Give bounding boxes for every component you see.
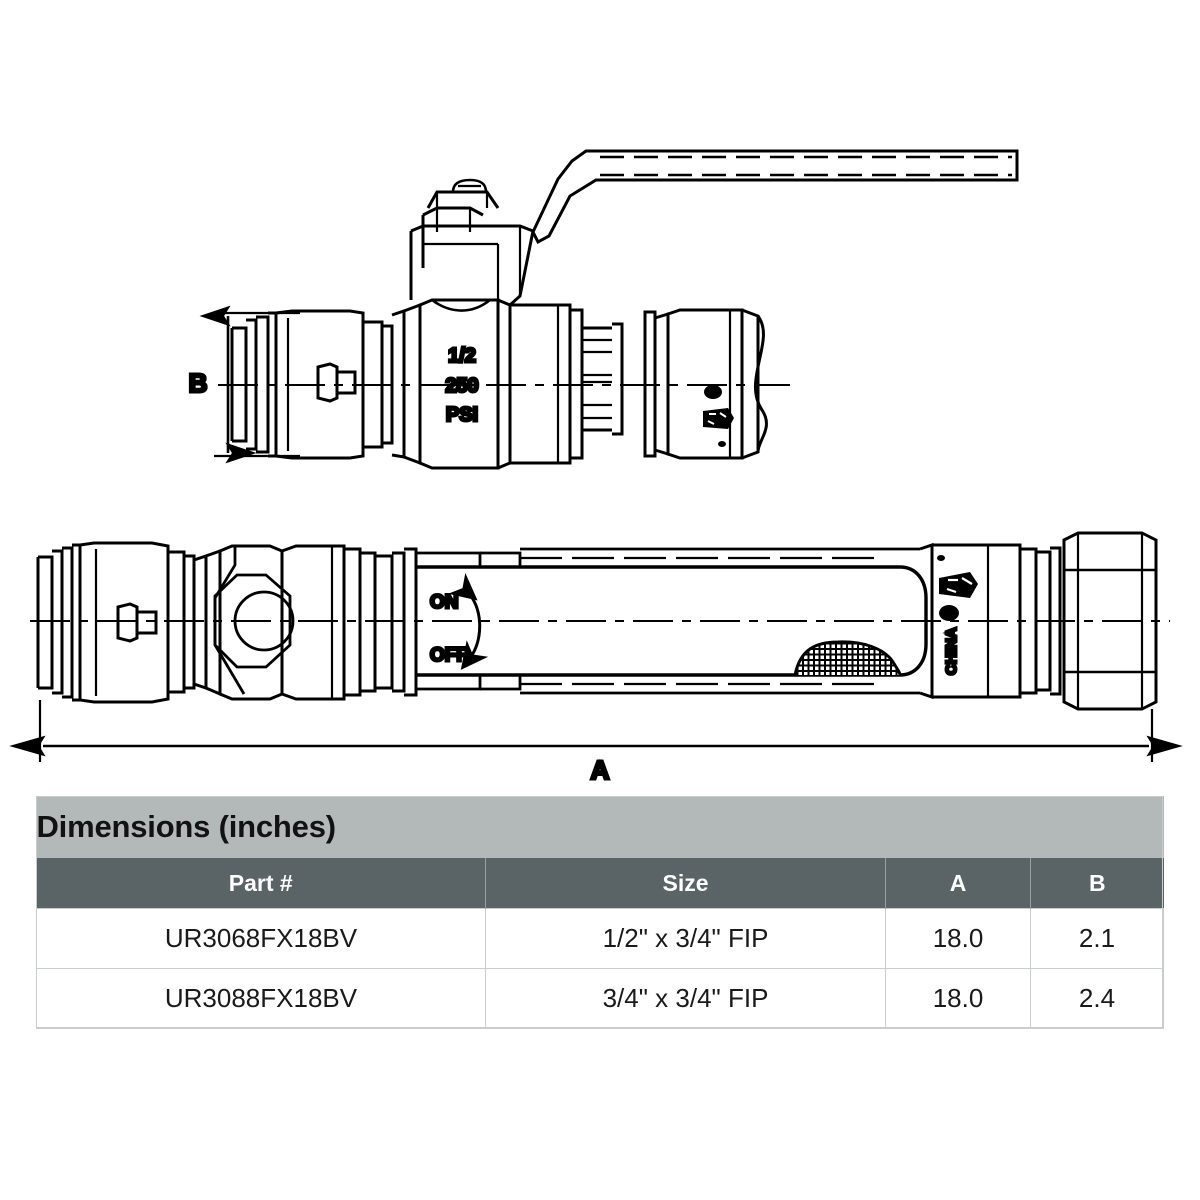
svg-text:CHINA: CHINA xyxy=(943,627,960,675)
table-header-row: Part # Size A B xyxy=(36,858,1164,909)
dimensions-table: Dimensions (inches) Part # Size A B UR30… xyxy=(36,796,1164,1029)
cell-size: 3/4" x 3/4" FIP xyxy=(485,968,886,1029)
cell-part-number: UR3068FX18BV xyxy=(36,908,486,969)
cell-size: 1/2" x 3/4" FIP xyxy=(485,908,886,969)
table-title: Dimensions (inches) xyxy=(36,796,1164,858)
column-header-size: Size xyxy=(485,858,886,909)
dim-b-label: B xyxy=(189,368,208,398)
dim-a-label: A xyxy=(591,755,610,785)
cell-dim-a: 18.0 xyxy=(885,968,1031,1029)
bonnet-stem-upper xyxy=(409,178,535,307)
technical-drawing: B xyxy=(9,149,1183,787)
cell-dim-b: 2.4 xyxy=(1030,968,1164,1029)
cell-dim-b: 2.1 xyxy=(1030,908,1164,969)
table-row: UR3088FX18BV 3/4" x 3/4" FIP 18.0 2.4 xyxy=(36,968,1164,1029)
dim-a-extension-lines xyxy=(38,700,1154,762)
valve-body-lower xyxy=(193,544,418,701)
label-on: ON xyxy=(430,592,459,613)
table-row: UR3068FX18BV 1/2" x 3/4" FIP 18.0 2.1 xyxy=(36,908,1164,969)
push-fit-connector-lower xyxy=(36,541,196,704)
cell-dim-a: 18.0 xyxy=(885,908,1031,969)
label-off: OFF xyxy=(430,645,468,666)
column-header-part: Part # xyxy=(36,858,486,909)
lever-handle-upper xyxy=(531,149,1019,245)
label-country-of-origin: CHINA xyxy=(942,626,962,677)
outlet-section-lower xyxy=(520,542,1052,700)
cell-part-number: UR3088FX18BV xyxy=(36,968,486,1029)
marking-pressure-unit: PSI xyxy=(446,404,478,426)
column-header-a: A xyxy=(885,858,1031,909)
rotation-arrow xyxy=(448,572,489,670)
table-title-row: Dimensions (inches) xyxy=(36,796,1164,858)
marking-size: 1/2 xyxy=(448,345,476,367)
hex-nut-lower xyxy=(1050,531,1158,711)
column-header-b: B xyxy=(1030,858,1164,909)
threaded-nipple-upper xyxy=(582,310,657,458)
